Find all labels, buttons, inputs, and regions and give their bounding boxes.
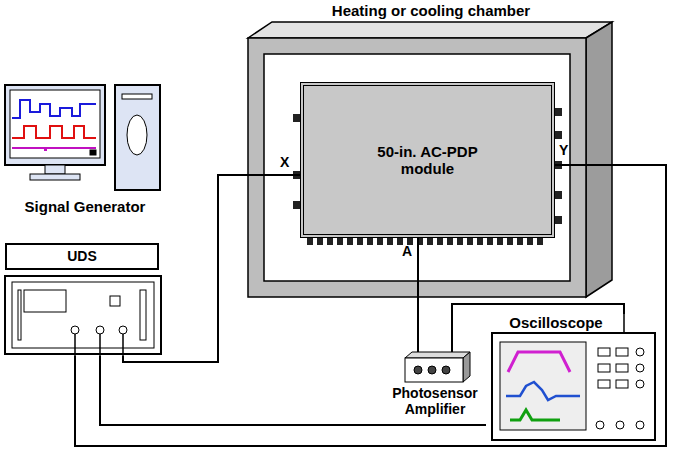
amplifier-drawing [405,352,470,382]
uds-box: UDS [5,243,159,270]
chamber-drawing [248,22,612,297]
pin [487,238,493,245]
pin [387,238,393,245]
signal-wire [417,238,419,352]
oscilloscope: Oscilloscope [486,314,658,442]
pin [377,238,383,245]
pin [497,238,503,245]
node-label: Heating or cooling chamber [248,2,614,19]
pin [555,131,562,139]
pin [467,238,473,245]
pin [437,238,443,245]
pin [357,238,363,245]
pin [293,201,300,209]
pin [457,238,463,245]
pin [507,238,513,245]
pin [337,238,343,245]
node-label: Signal Generator [22,198,148,215]
pin [537,238,543,245]
node-label: Photosensor Amplifier [385,385,485,417]
node-label: 50-in. AC-PDP module [363,143,493,178]
pin-label: A [402,244,412,258]
pin [555,108,562,116]
node-label: Oscilloscope [486,314,626,331]
signal-generator-group: Signal GeneratorUDS [4,80,166,356]
pin [477,238,483,245]
panel-module: 50-in. AC-PDP module [300,82,555,238]
pin-label: Y [559,143,568,157]
pin [327,238,333,245]
signal-wire [100,356,486,425]
pin-label: X [280,155,289,169]
pin [555,216,562,224]
pin [555,191,562,199]
pin [527,238,533,245]
pin [367,238,373,245]
pin [427,238,433,245]
pin [447,238,453,245]
pin [517,238,523,245]
pin [307,238,313,245]
oscilloscope-drawing [492,314,655,440]
node-label: UDS [67,248,97,264]
pulse-generator-drawing [5,276,161,356]
pin [347,238,353,245]
pin [317,238,323,245]
pin [293,114,300,122]
photosensor-amplifier: Photosensor Amplifier [385,352,485,418]
computer-drawing [5,85,160,190]
